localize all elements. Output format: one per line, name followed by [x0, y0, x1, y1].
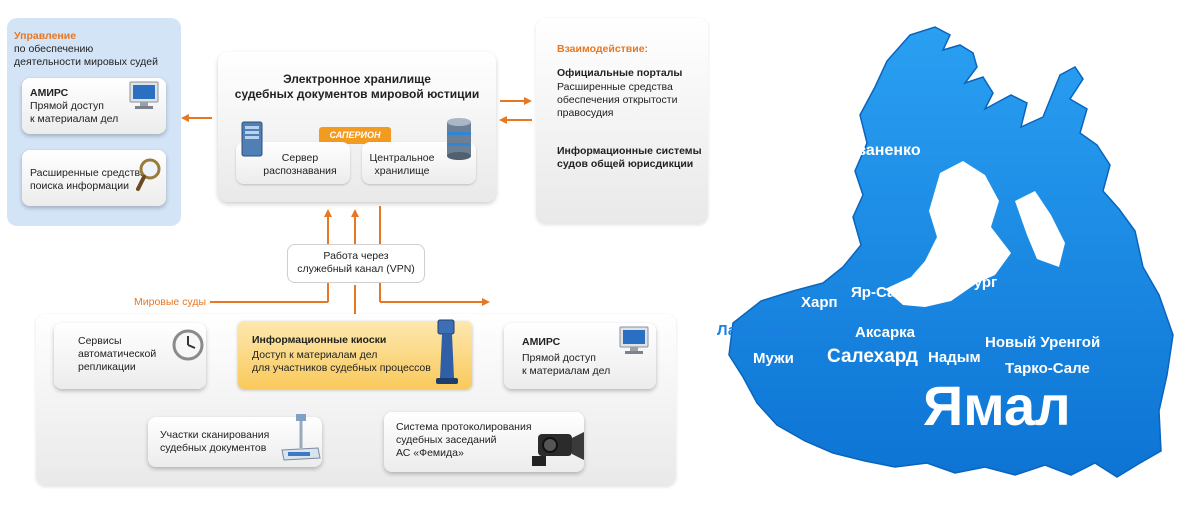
protocol-label: Система протоколирования судебных заседа…	[396, 421, 532, 459]
city-tarkosale: Тарко-Сале	[1005, 360, 1090, 377]
amirs-bottom-desc: Прямой доступ к материалам дел	[522, 352, 611, 377]
amirs-desc: Прямой доступ к материалам дел	[30, 100, 119, 125]
city-yamburg: Ямбург	[943, 274, 997, 291]
gulf-shape	[885, 161, 1011, 307]
kiosk-title: Информационные киоски	[252, 334, 387, 346]
city-nadym: Надым	[928, 349, 981, 366]
portals-title: Официальные порталы	[557, 67, 683, 79]
clock-icon	[172, 329, 204, 361]
computer-icon-bottom	[619, 326, 649, 354]
yamal-map: Бованенко Ямбург Харп Яр-Сале Лабытнанги…	[717, 26, 1174, 478]
storage-label: Центральное хранилище	[369, 152, 435, 177]
portals-desc: Расширенные средства обеспечения открыто…	[557, 81, 678, 119]
city-bovanenko: Бованенко	[835, 142, 921, 159]
video-camera-icon	[532, 432, 584, 466]
city-urengoy: Новый Уренгой	[985, 334, 1100, 351]
search-card[interactable]: Расширенные средства поиска информации	[22, 150, 166, 206]
kiosk-icon	[436, 319, 458, 384]
city-aksarka: Аксарка	[855, 324, 916, 341]
scanning-label: Участки сканирования судебных документов	[160, 429, 270, 454]
search-desc: Расширенные средства поиска информации	[30, 167, 146, 192]
replication-label: Сервисы автоматической репликации	[78, 335, 157, 373]
management-subtitle: по обеспечению деятельности мировых суде…	[14, 43, 158, 68]
city-muzhi: Мужи	[753, 350, 794, 367]
interaction-panel	[536, 18, 708, 224]
kiosk-card[interactable]: Информационные киоски Доступ к материала…	[238, 321, 472, 389]
kiosk-desc: Доступ к материалам дел для участников с…	[252, 349, 431, 374]
server-icon	[241, 121, 263, 157]
courts-label: Мировые суды	[134, 296, 206, 308]
interaction-title: Взаимодействие:	[557, 43, 649, 55]
computer-icon	[129, 81, 159, 109]
bay-shape	[1015, 191, 1065, 267]
region-name: Ямал	[923, 374, 1071, 437]
amirs-title: АМИРС	[30, 87, 69, 99]
central-title: Электронное хранилище судебных документо…	[234, 72, 480, 101]
amirs-card-bottom[interactable]: АМИРС Прямой доступ к материалам дел	[504, 323, 656, 389]
vpn-label: Работа через служебный канал (VPN)	[297, 250, 415, 275]
replication-card[interactable]: Сервисы автоматической репликации	[54, 323, 206, 389]
amirs-card-left[interactable]: АМИРС Прямой доступ к материалам дел	[22, 78, 166, 134]
database-icon	[447, 118, 471, 160]
city-yarsale: Яр-Сале	[851, 284, 913, 301]
management-title: Управление	[14, 30, 77, 42]
city-labytnangi: Лабытнанги	[717, 322, 808, 339]
magnifier-icon	[136, 158, 161, 191]
amirs-bottom-title: АМИРС	[522, 336, 561, 348]
scanner-icon	[281, 414, 321, 461]
city-harp: Харп	[801, 294, 838, 311]
saperion-logo: САПЕРИОН	[319, 127, 391, 144]
city-salekhard: Салехард	[827, 346, 918, 367]
courts-systems-title: Информационные системы судов общей юрисд…	[557, 145, 702, 170]
vpn-box	[287, 244, 425, 283]
server-label: Сервер распознавания	[263, 152, 337, 177]
